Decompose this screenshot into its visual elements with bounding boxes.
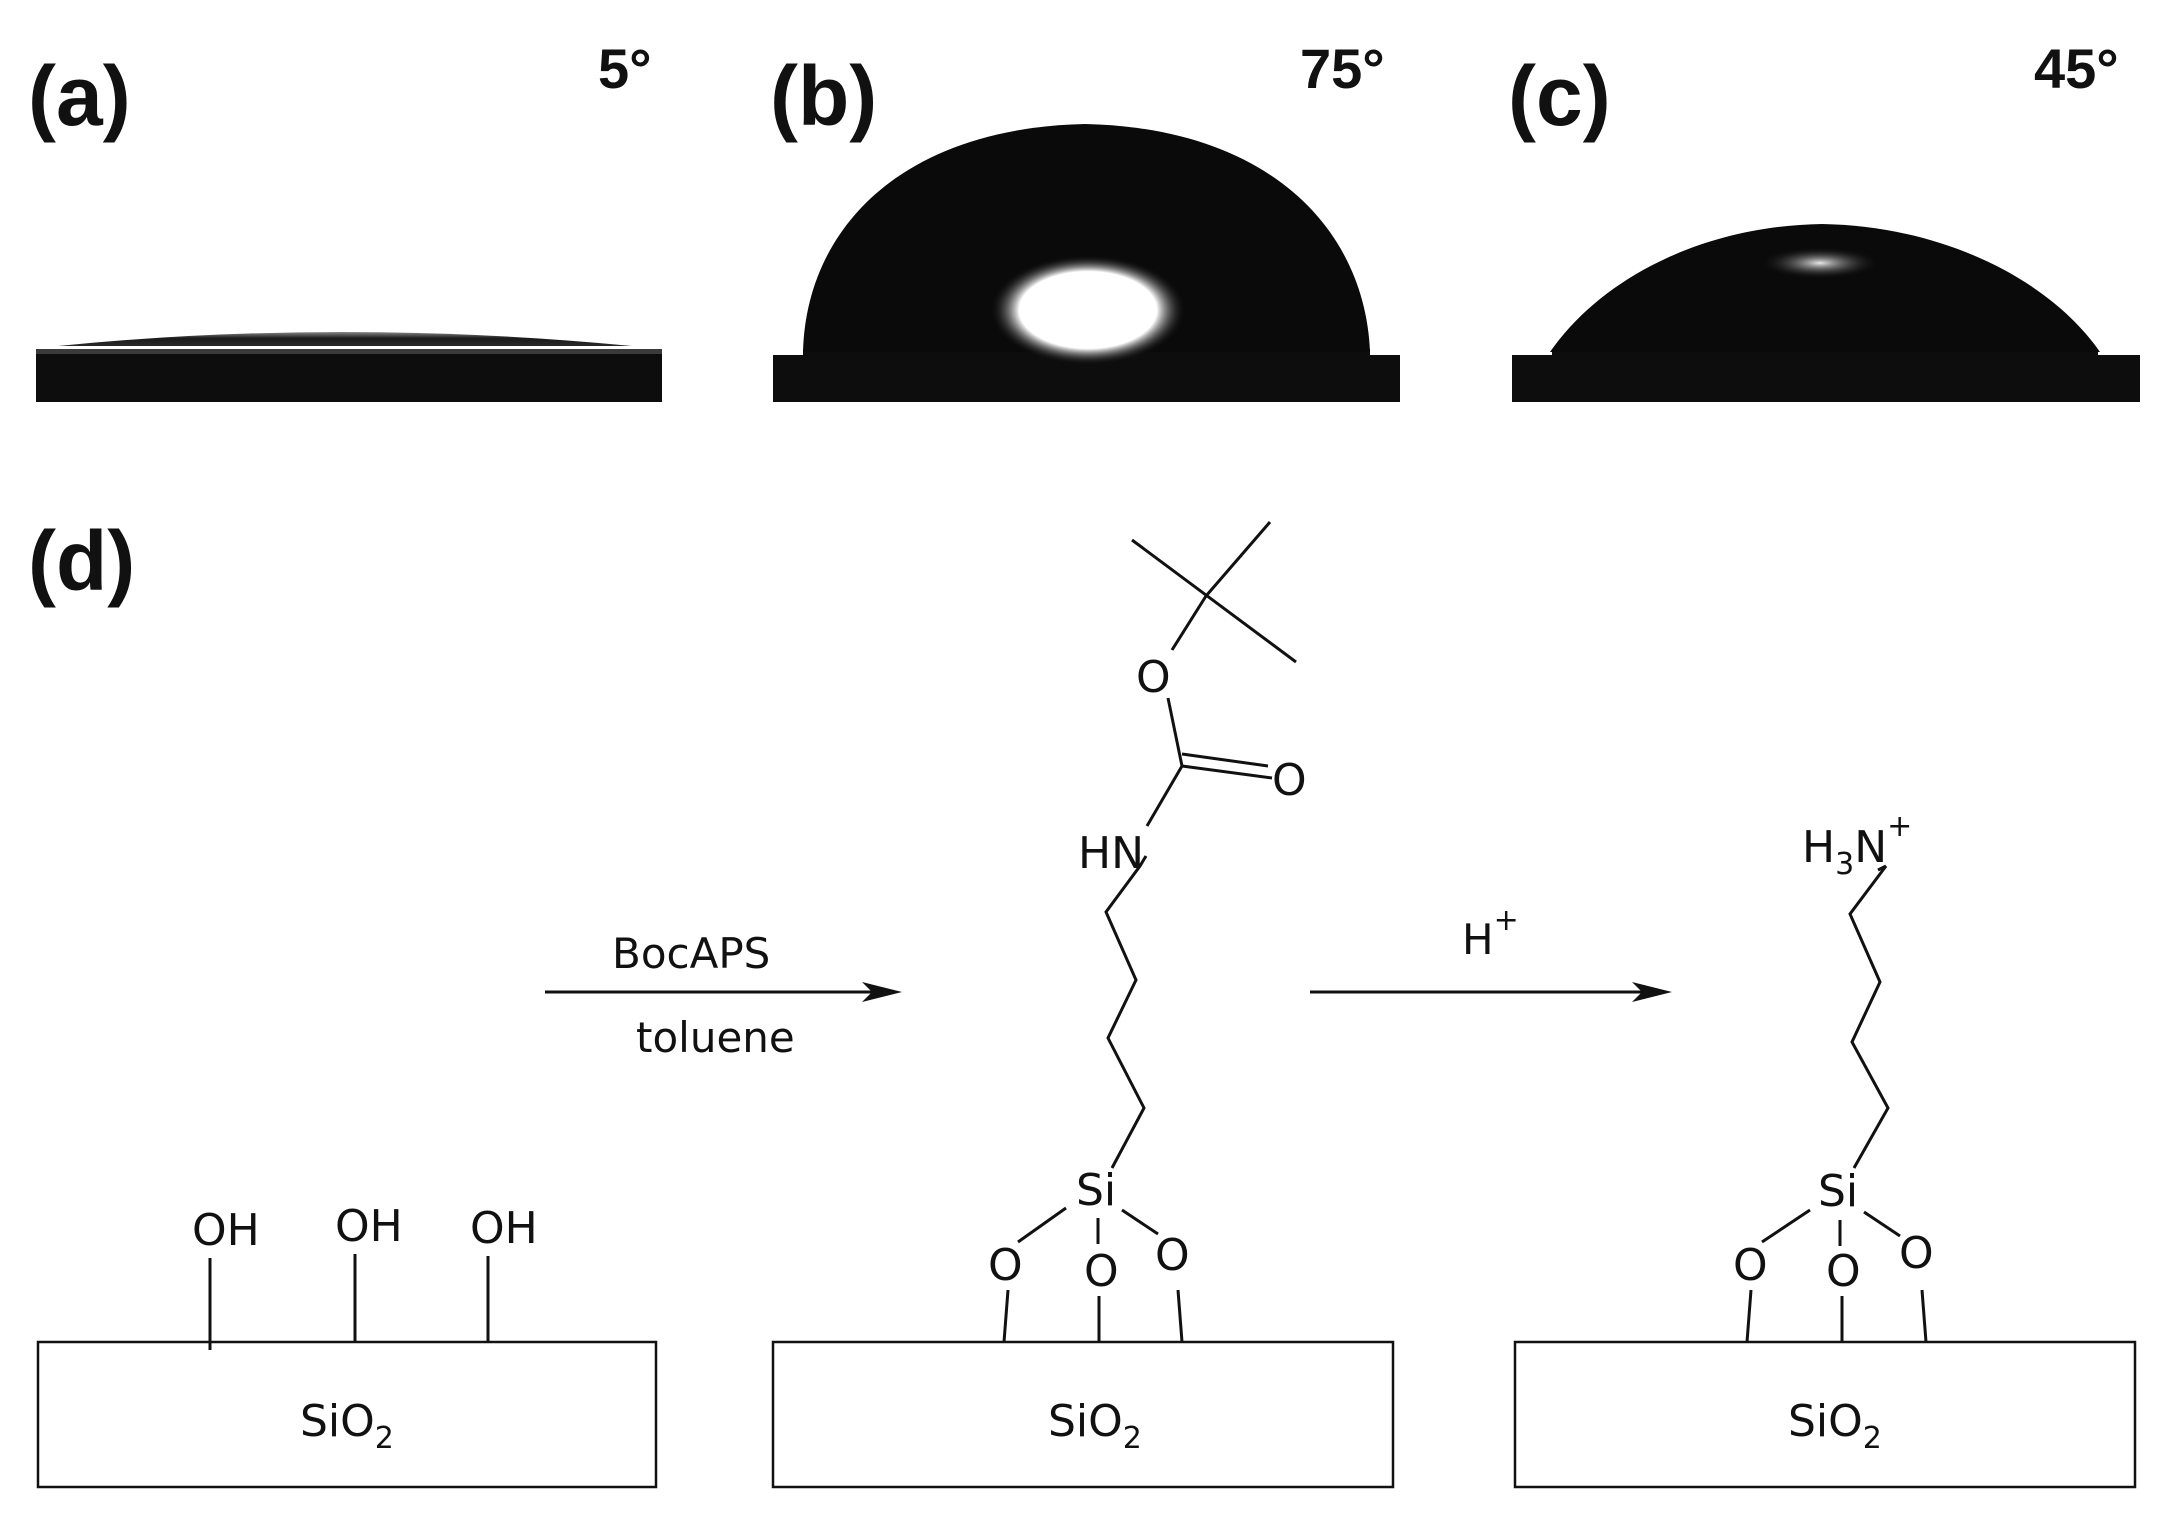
acid-label: H+: [1462, 903, 1519, 964]
solvent-toluene: toluene: [636, 1013, 795, 1062]
oxygen-label: O: [1899, 1228, 1934, 1279]
scheme-aps-ammonium: SiO2 O O O Si H3N+: [1513, 809, 2137, 1489]
panel-d: (d) SiO2 OH OH OH BocAPS toluene SiO2 O: [28, 514, 2137, 1489]
silicon-label: Si: [1076, 1165, 1116, 1216]
panel-a-baseline: [36, 349, 662, 354]
panel-c-droplet: [1550, 224, 2100, 352]
sio2-box-right: [1513, 1340, 2137, 1489]
panel-b-highlight: [990, 255, 1186, 365]
panel-c-substrate: [1512, 349, 2140, 402]
reagent-bocaps: BocAPS: [612, 929, 770, 978]
ester-oxygen-label: O: [1136, 652, 1171, 703]
sio2-box-middle: [771, 1340, 1395, 1489]
panel-c-droplet-image: [1512, 224, 2140, 402]
reaction-arrow-1: BocAPS toluene: [545, 929, 902, 1062]
panel-c-highlight: [1760, 247, 1880, 279]
silicon-label: Si: [1818, 1166, 1858, 1217]
oxygen-label: O: [1733, 1240, 1768, 1291]
oxygen-label: O: [1155, 1230, 1190, 1281]
panel-b-droplet-image: [773, 124, 1400, 402]
panel-a-label: (a): [28, 49, 131, 143]
panel-d-label: (d): [28, 514, 135, 608]
hydroxyl-label-2: OH: [335, 1201, 403, 1252]
panel-c: (c) 45°: [1508, 37, 2140, 402]
carbonyl-oxygen-label: O: [1272, 755, 1307, 806]
panel-b-label: (b): [770, 49, 877, 143]
nh-label: HN: [1078, 828, 1144, 879]
ammonium-label: H3N+: [1802, 809, 1912, 882]
scheme-boc-aps: SiO2 O O O Si HN O O: [771, 521, 1395, 1489]
sio2-label-left: SiO2: [300, 1396, 394, 1456]
oxygen-label: O: [988, 1240, 1023, 1291]
sio2-label-middle: SiO2: [1048, 1396, 1142, 1456]
sio2-label-right: SiO2: [1788, 1396, 1882, 1456]
panel-b-droplet: [803, 124, 1370, 352]
panel-c-contact-angle: 45°: [2034, 37, 2119, 100]
panel-c-label: (c): [1508, 49, 1611, 143]
panel-a: (a) 5°: [28, 37, 662, 402]
hydroxyl-label-1: OH: [192, 1205, 260, 1256]
panel-a-droplet-image: [36, 332, 662, 402]
panel-a-substrate: [36, 350, 662, 402]
panel-b-edge-right: [1370, 349, 1400, 355]
sio2-box-left: [36, 1340, 658, 1489]
panel-c-edge-left: [1512, 349, 1552, 355]
scheme-substrate-oh: SiO2 OH OH OH: [36, 1201, 658, 1489]
panel-a-droplet: [58, 332, 632, 346]
panel-b-contact-angle: 75°: [1300, 37, 1385, 100]
reaction-arrow-2: H+: [1310, 903, 1672, 1002]
panel-a-contact-angle: 5°: [598, 37, 652, 100]
panel-b-edge-left: [773, 349, 803, 355]
oxygen-label: O: [1084, 1246, 1119, 1297]
hydroxyl-label-3: OH: [470, 1203, 538, 1254]
panel-b: (b) 75°: [770, 37, 1400, 402]
oxygen-label: O: [1826, 1246, 1861, 1297]
panel-c-edge-right: [2098, 349, 2140, 355]
